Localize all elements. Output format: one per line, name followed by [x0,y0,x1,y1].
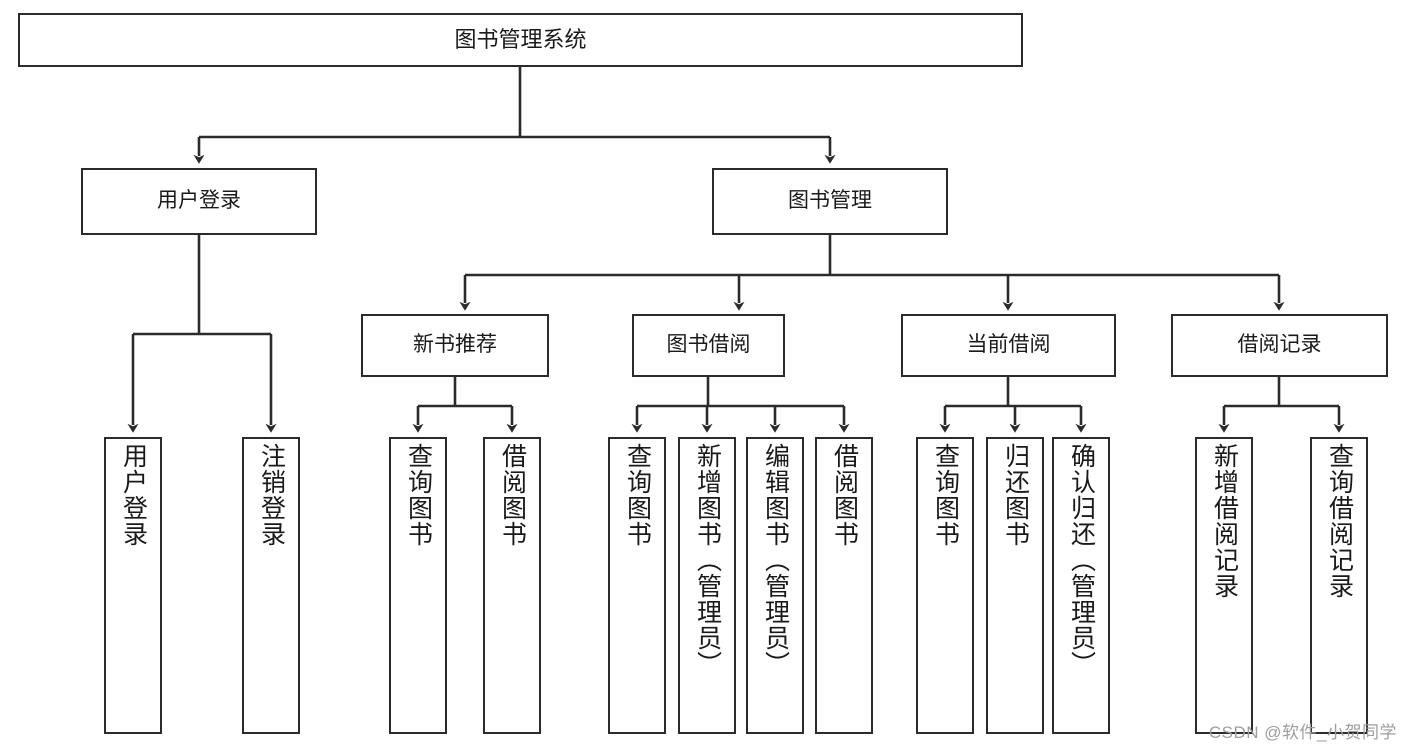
node-book-borrow[interactable]: 图书借阅 [632,314,785,377]
leaf-current-query-book[interactable]: 查询图书 [916,437,974,734]
node-label: 确认归还（管理员） [1067,443,1096,677]
node-label: 新增图书（管理员） [693,443,722,677]
leaf-user-login[interactable]: 用户登录 [104,437,162,734]
node-label: 注销登录 [257,443,286,547]
node-label: 查询图书 [623,443,652,547]
node-root-system[interactable]: 图书管理系统 [18,13,1023,67]
node-label: 新增借阅记录 [1210,443,1239,599]
leaf-borrow-query-book[interactable]: 查询图书 [608,437,666,734]
watermark-text: CSDN @软件_小贺同学 [1208,723,1397,742]
leaf-borrow-add-book-admin[interactable]: 新增图书（管理员） [678,437,736,734]
node-label: 归还图书 [1001,443,1030,547]
node-label: 查询借阅记录 [1325,443,1354,599]
node-label: 借阅记录 [1237,333,1322,357]
node-label: 查询图书 [931,443,960,547]
leaf-current-confirm-return-admin[interactable]: 确认归还（管理员） [1052,437,1110,734]
node-label: 用户登录 [157,189,241,213]
node-book-management[interactable]: 图书管理 [712,168,948,235]
node-label: 图书管理系统 [454,27,587,53]
leaf-record-add-record[interactable]: 新增借阅记录 [1195,437,1253,734]
node-label: 借阅图书 [498,443,527,547]
leaf-recommend-query-book[interactable]: 查询图书 [389,437,447,734]
node-label: 编辑图书（管理员） [761,443,790,677]
node-borrow-record[interactable]: 借阅记录 [1171,314,1388,377]
node-user-login[interactable]: 用户登录 [81,168,317,235]
node-label: 查询图书 [404,443,433,547]
node-current-borrow[interactable]: 当前借阅 [901,314,1116,377]
leaf-borrow-borrow-book[interactable]: 借阅图书 [815,437,873,734]
leaf-current-return-book[interactable]: 归还图书 [986,437,1044,734]
leaf-recommend-borrow-book[interactable]: 借阅图书 [483,437,541,734]
node-label: 借阅图书 [830,443,859,547]
leaf-borrow-edit-book-admin[interactable]: 编辑图书（管理员） [746,437,804,734]
node-label: 图书管理 [788,189,872,213]
node-label: 用户登录 [119,443,148,547]
leaf-user-logout[interactable]: 注销登录 [242,437,300,734]
node-label: 新书推荐 [413,333,497,357]
node-new-book-recommend[interactable]: 新书推荐 [361,314,549,377]
node-label: 当前借阅 [966,333,1051,357]
leaf-record-query-record[interactable]: 查询借阅记录 [1310,437,1368,734]
node-label: 图书借阅 [666,333,751,357]
